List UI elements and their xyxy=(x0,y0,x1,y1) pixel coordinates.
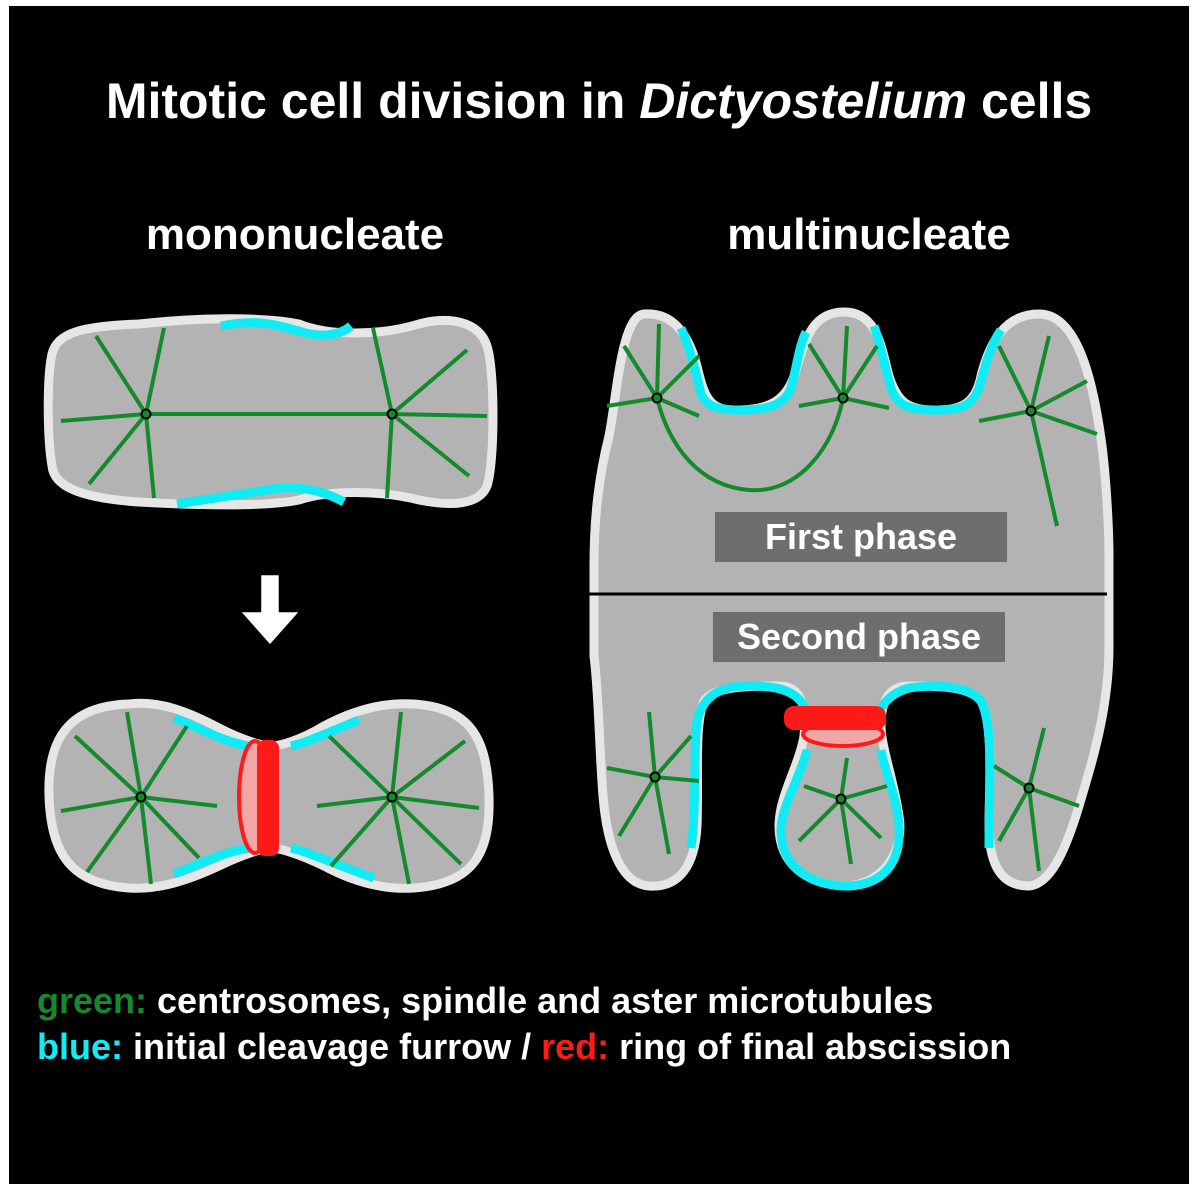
multi-furrow-second-right xyxy=(870,681,995,849)
mono-early-microtubules xyxy=(60,327,488,499)
multi-second-microtubules xyxy=(606,711,1080,872)
legend-red-text: ring of final abscission xyxy=(609,1026,1012,1067)
multi-first-microtubules xyxy=(606,323,1098,527)
mononucleate-late-cell xyxy=(44,698,494,893)
title-species: Dictyostelium xyxy=(639,73,968,129)
cell-division-diagram xyxy=(43,307,1114,893)
mono-late-microtubules xyxy=(60,711,480,885)
second-phase-label: Second phase xyxy=(713,612,1005,662)
mono-abscission-ring xyxy=(237,739,279,856)
multi-centrosome-6 xyxy=(1023,782,1035,794)
mono-late-furrow-bottom xyxy=(172,843,376,883)
mono-early-cell-body xyxy=(43,314,498,510)
mono-early-centrosome-left xyxy=(140,408,152,420)
legend-green-text: centrosomes, spindle and aster microtubu… xyxy=(147,980,934,1021)
legend-blue-red: blue: initial cleavage furrow / red: rin… xyxy=(37,1024,1011,1070)
multi-ring-band xyxy=(784,706,886,730)
multi-furrow-first-2 xyxy=(869,324,1005,415)
legend-red-key: red: xyxy=(541,1026,610,1067)
multi-centrosome-1 xyxy=(651,392,663,404)
mono-late-centrosome-right xyxy=(386,791,398,803)
legend-blue-key: blue: xyxy=(37,1026,123,1067)
figure-canvas: Mitotic cell division in Dictyostelium c… xyxy=(9,6,1189,1184)
mono-late-centrosome-left xyxy=(135,791,147,803)
multi-abscission-ring xyxy=(784,706,886,748)
multinucleate-cell xyxy=(584,307,1114,891)
mononucleate-early-cell xyxy=(43,314,498,510)
mono-ring-band xyxy=(257,740,279,856)
legend-green-key: green: xyxy=(37,980,148,1021)
legend-green: green: centrosomes, spindle and aster mi… xyxy=(37,978,933,1024)
mono-late-furrow-top xyxy=(172,713,361,751)
down-arrow-outline-icon xyxy=(236,572,304,648)
heading-mononucleate: mononucleate xyxy=(145,210,445,259)
multi-centrosome-5 xyxy=(835,793,847,805)
legend-blue-text: initial cleavage furrow / xyxy=(123,1026,542,1067)
title-prefix: Mitotic cell division in xyxy=(105,73,640,129)
multi-centrosome-4 xyxy=(649,771,661,783)
mono-early-furrow-bottom xyxy=(176,483,347,509)
multi-furrow-second-center xyxy=(776,748,904,891)
multi-centrosome-2 xyxy=(837,392,849,404)
multi-centrosome-3 xyxy=(1025,405,1037,417)
mono-early-centrosome-right xyxy=(386,408,398,420)
title-suffix: cells xyxy=(967,73,1093,129)
mono-early-furrow-top xyxy=(220,318,354,340)
heading-multinucleate: multinucleate xyxy=(727,210,1011,259)
multi-furrow-first-1 xyxy=(676,326,811,415)
page-title: Mitotic cell division in Dictyostelium c… xyxy=(9,70,1189,132)
first-phase-label: First phase xyxy=(715,512,1007,562)
